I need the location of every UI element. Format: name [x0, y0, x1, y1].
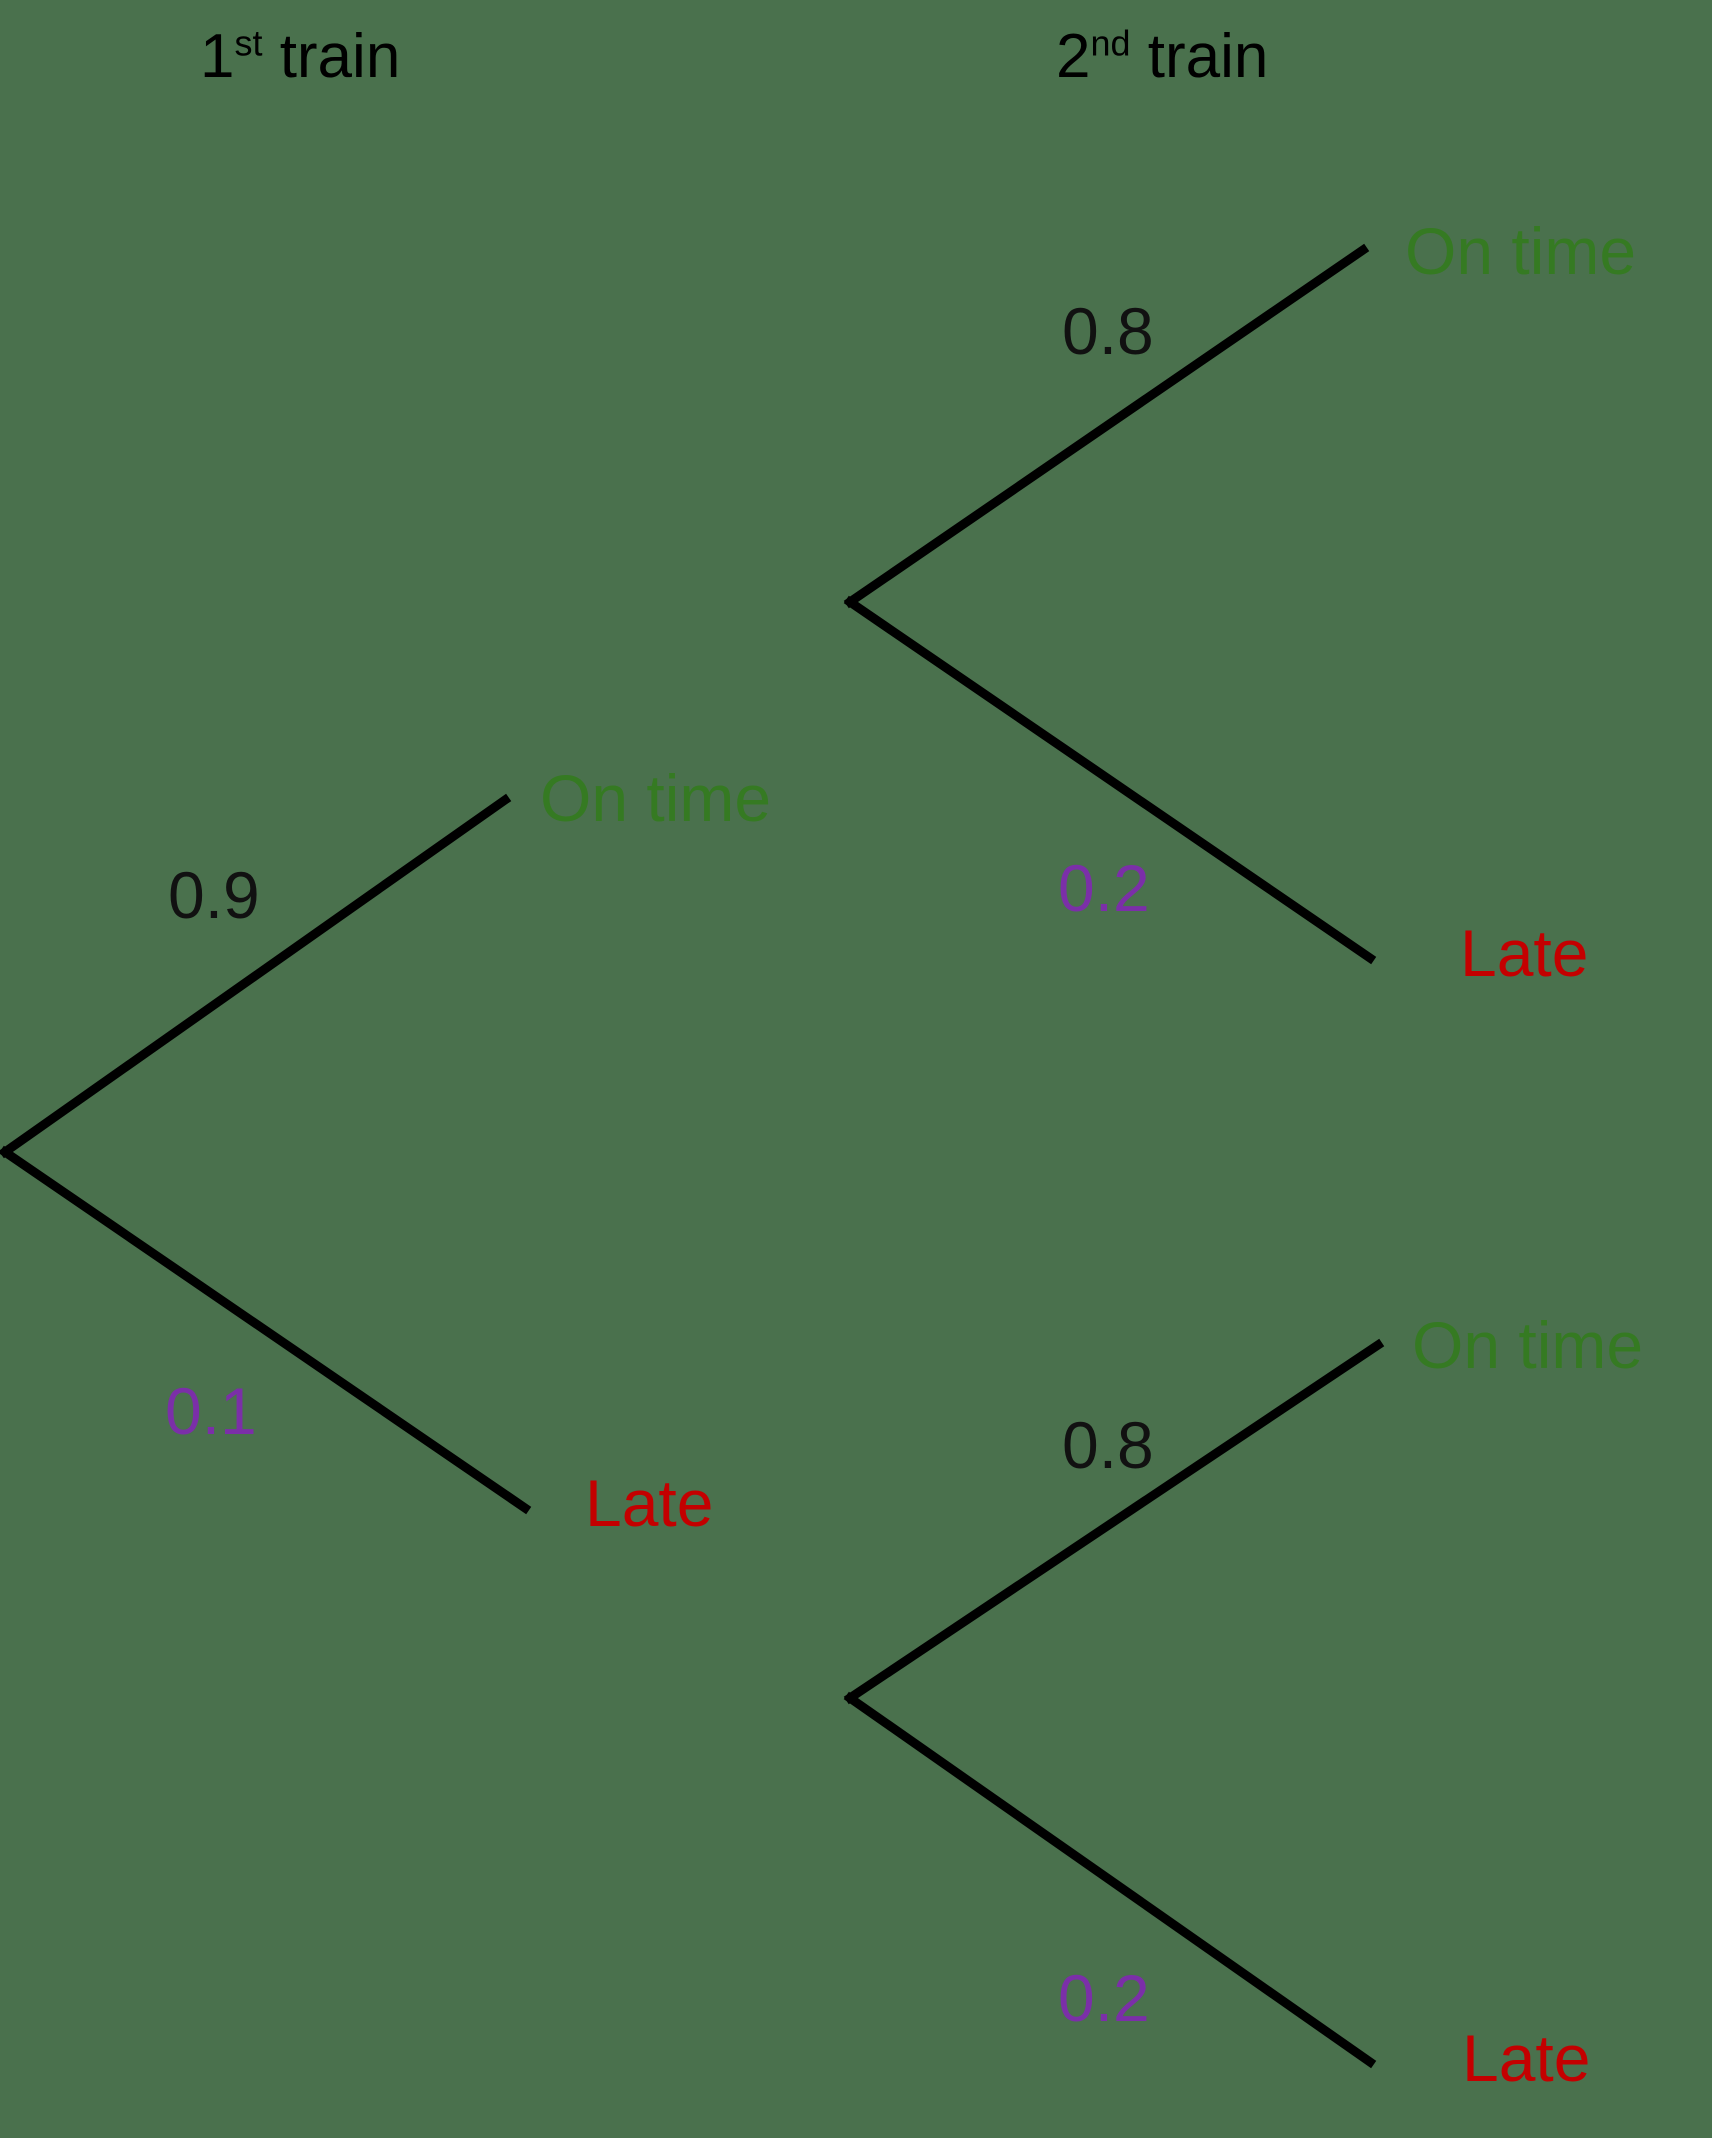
- probability-stage1-ontime: 0.9: [168, 858, 260, 932]
- outcome-stage1-ontime: On time: [540, 761, 772, 835]
- outcome-stage2-lower-ontime: On time: [1412, 1308, 1644, 1382]
- branch-stage1-late: [0, 1145, 532, 1515]
- probability-stage2-lower-ontime: 0.8: [1062, 1408, 1154, 1482]
- probability-stage2-upper-ontime: 0.8: [1062, 294, 1154, 368]
- header-second-word: train: [1147, 22, 1269, 91]
- probability-stage1-late: 0.1: [165, 1374, 257, 1448]
- header-first-ordinal: st: [234, 22, 263, 64]
- branch-stage1-ontime: [0, 793, 512, 1159]
- header-first-train: 1st train: [200, 25, 400, 88]
- header-second-ordinal: nd: [1090, 22, 1131, 64]
- header-first-word: train: [279, 22, 401, 91]
- outcome-stage2-upper-late: Late: [1460, 916, 1589, 990]
- header-second-number: 2: [1056, 22, 1091, 91]
- outcome-stage2-lower-late: Late: [1462, 2021, 1591, 2095]
- probability-stage2-upper-late: 0.2: [1058, 851, 1150, 925]
- branch-stage2-lower-ontime: [843, 1338, 1385, 1705]
- header-second-train: 2nd train: [1056, 25, 1268, 88]
- header-first-number: 1: [200, 22, 235, 91]
- outcome-stage2-upper-ontime: On time: [1405, 214, 1637, 288]
- probability-stage2-lower-late: 0.2: [1058, 1961, 1150, 2035]
- outcome-stage1-late: Late: [585, 1466, 714, 1540]
